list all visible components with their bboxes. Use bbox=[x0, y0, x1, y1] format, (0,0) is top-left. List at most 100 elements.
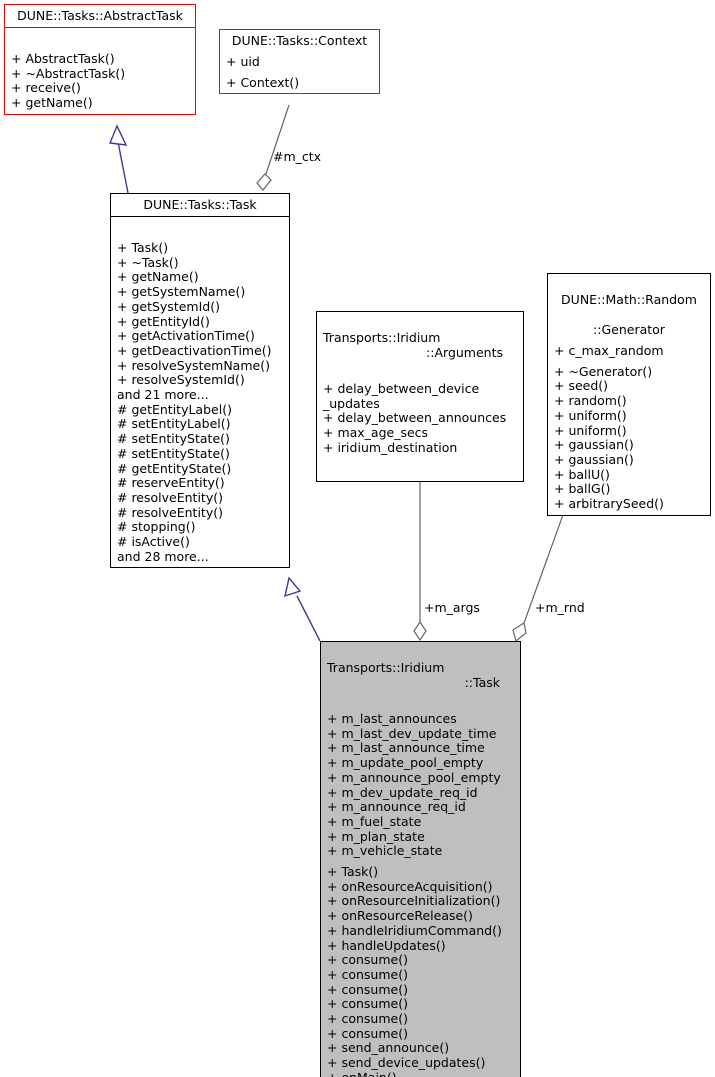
member-item: + getEntityId() bbox=[117, 313, 210, 329]
member-item: + m_last_dev_update_time bbox=[327, 725, 497, 741]
member-item: + m_dev_update_req_id bbox=[327, 784, 478, 800]
member-item: + m_announce_pool_empty bbox=[327, 769, 501, 785]
member-item: + delay_between_device bbox=[323, 381, 480, 396]
class-operations-tasks-task: + Task() + ~Task() + getName() + getSyst… bbox=[111, 238, 289, 567]
member-item: + getActivationTime() bbox=[117, 328, 255, 344]
member-item: + Task() bbox=[327, 864, 379, 880]
member-item: + onResourceRelease() bbox=[327, 908, 473, 924]
member-item: + getSystemName() bbox=[117, 284, 246, 300]
member-item: and 28 more... bbox=[117, 548, 209, 564]
member-item: + consume() bbox=[327, 966, 408, 982]
member-item: + ~AbstractTask() bbox=[11, 65, 126, 81]
edge-label-m-rnd: +m_rnd bbox=[535, 600, 585, 615]
edge-aggregation-generator-iridiumtask bbox=[512, 500, 569, 643]
class-attributes-context: + uid bbox=[220, 52, 379, 73]
member-item: # resolveEntity() bbox=[117, 504, 223, 520]
member-item: + uniform() bbox=[554, 407, 627, 423]
member-item: + Task() bbox=[117, 240, 169, 255]
class-operations-abstracttask: + AbstractTask() + ~AbstractTask() + rec… bbox=[5, 49, 195, 114]
member-item: # getEntityLabel() bbox=[117, 401, 232, 417]
class-box-random-generator[interactable]: DUNE::Math::Random ::Generator + c_max_r… bbox=[547, 273, 711, 516]
member-item: + onResourceInitialization() bbox=[327, 893, 501, 909]
member-item: + random() bbox=[554, 393, 627, 409]
member-item: + arbitrarySeed() bbox=[554, 496, 664, 512]
member-item: # setEntityLabel() bbox=[117, 416, 231, 432]
class-title-line1: DUNE::Math::Random bbox=[561, 292, 697, 307]
edge-label-m-ctx: #m_ctx bbox=[273, 149, 322, 164]
member-item: + consume() bbox=[327, 996, 408, 1012]
edge-label-m-args: +m_args bbox=[424, 600, 480, 615]
class-title-iridium-task: Transports::Iridium ::Task bbox=[321, 642, 520, 709]
member-item: + resolveSystemId() bbox=[117, 372, 245, 388]
member-item: + consume() bbox=[327, 1025, 408, 1041]
member-item: + getName() bbox=[11, 95, 93, 111]
class-box-iridium-task[interactable]: Transports::Iridium ::Task + m_last_anno… bbox=[320, 641, 521, 1077]
member-item: + max_age_secs bbox=[323, 425, 429, 441]
member-item: _updates bbox=[323, 395, 380, 411]
member-item: and 21 more... bbox=[117, 387, 209, 403]
member-item: + seed() bbox=[554, 378, 609, 394]
member-item: + ballU() bbox=[554, 466, 610, 482]
class-box-tasks-task[interactable]: DUNE::Tasks::Task + Task() + ~Task() + g… bbox=[110, 193, 290, 569]
class-title-line1: Transports::Iridium bbox=[323, 330, 441, 345]
member-item: + onMain() bbox=[327, 1070, 516, 1077]
class-attributes-tasks-task bbox=[111, 216, 289, 238]
class-box-abstracttask[interactable]: DUNE::Tasks::AbstractTask + AbstractTask… bbox=[4, 4, 196, 115]
class-title-line1: Transports::Iridium bbox=[327, 660, 445, 675]
member-item: + delay_between_announces bbox=[323, 410, 507, 426]
edge-inheritance-task-abstracttask bbox=[109, 124, 129, 194]
member-item: + AbstractTask() bbox=[11, 51, 115, 66]
member-item: + uid bbox=[226, 54, 260, 69]
member-item: + c_max_random bbox=[554, 343, 664, 358]
member-item: + getSystemId() bbox=[117, 298, 220, 314]
class-title-line2: ::Task bbox=[464, 675, 500, 690]
member-item: + consume() bbox=[327, 1011, 408, 1027]
member-item: + gaussian() bbox=[554, 451, 634, 467]
class-title-random-generator: DUNE::Math::Random ::Generator bbox=[548, 274, 710, 341]
edge-aggregation-arguments-iridiumtask bbox=[413, 457, 427, 642]
class-title-iridium-arguments: Transports::Iridium ::Arguments bbox=[317, 312, 523, 379]
member-item: + m_last_announce_time bbox=[327, 740, 485, 756]
member-item: + m_plan_state bbox=[327, 828, 425, 844]
class-attributes-iridium-arguments: + delay_between_device _updates + delay_… bbox=[317, 379, 523, 459]
member-item: # isActive() bbox=[117, 534, 190, 550]
member-item: + m_fuel_state bbox=[327, 813, 422, 829]
member-item: + handleUpdates() bbox=[327, 937, 446, 953]
class-title-abstracttask: DUNE::Tasks::AbstractTask bbox=[17, 8, 183, 23]
member-item: # reserveEntity() bbox=[117, 475, 225, 491]
edge-aggregation-context-task bbox=[256, 104, 290, 191]
class-attributes-abstracttask bbox=[5, 27, 195, 49]
class-operations-context: + Context() bbox=[220, 73, 379, 94]
member-item: # resolveEntity() bbox=[117, 489, 223, 505]
member-item: + getName() bbox=[117, 269, 199, 285]
edge-inheritance-iridiumtask-task bbox=[284, 576, 321, 642]
member-item: + m_vehicle_state bbox=[327, 843, 443, 859]
member-item: + consume() bbox=[327, 981, 408, 997]
class-operations-random-generator: + ~Generator() + seed() + random() + uni… bbox=[548, 362, 710, 515]
member-item: + ~Task() bbox=[117, 254, 179, 270]
class-title-line2: ::Generator bbox=[593, 322, 665, 337]
member-item: + send_announce() bbox=[327, 1040, 450, 1056]
member-item: + onResourceAcquisition() bbox=[327, 878, 493, 894]
member-item: # getEntityState() bbox=[117, 460, 232, 476]
member-item: + gaussian() bbox=[554, 437, 634, 453]
class-box-context[interactable]: DUNE::Tasks::Context + uid + Context() bbox=[219, 29, 380, 95]
class-operations-iridium-arguments bbox=[317, 459, 523, 481]
member-item: + ballG() bbox=[554, 481, 611, 497]
member-item: + consume() bbox=[327, 952, 408, 968]
class-operations-iridium-task: + Task() + onResourceAcquisition() + onR… bbox=[321, 862, 520, 1077]
member-item: + getDeactivationTime() bbox=[117, 342, 272, 358]
class-title-context: DUNE::Tasks::Context bbox=[231, 33, 368, 48]
member-item: + m_announce_req_id bbox=[327, 799, 466, 815]
member-item: # stopping() bbox=[117, 519, 196, 535]
member-item: + handleIridiumCommand() bbox=[327, 922, 502, 938]
class-attributes-random-generator: + c_max_random bbox=[548, 341, 710, 362]
class-box-iridium-arguments[interactable]: Transports::Iridium ::Arguments + delay_… bbox=[316, 311, 524, 482]
class-title-tasks-task: DUNE::Tasks::Task bbox=[143, 197, 257, 212]
member-item: + resolveSystemName() bbox=[117, 357, 270, 373]
member-item: + ~Generator() bbox=[554, 363, 653, 379]
member-item: # setEntityState() bbox=[117, 431, 230, 447]
member-item: + m_update_pool_empty bbox=[327, 755, 484, 771]
